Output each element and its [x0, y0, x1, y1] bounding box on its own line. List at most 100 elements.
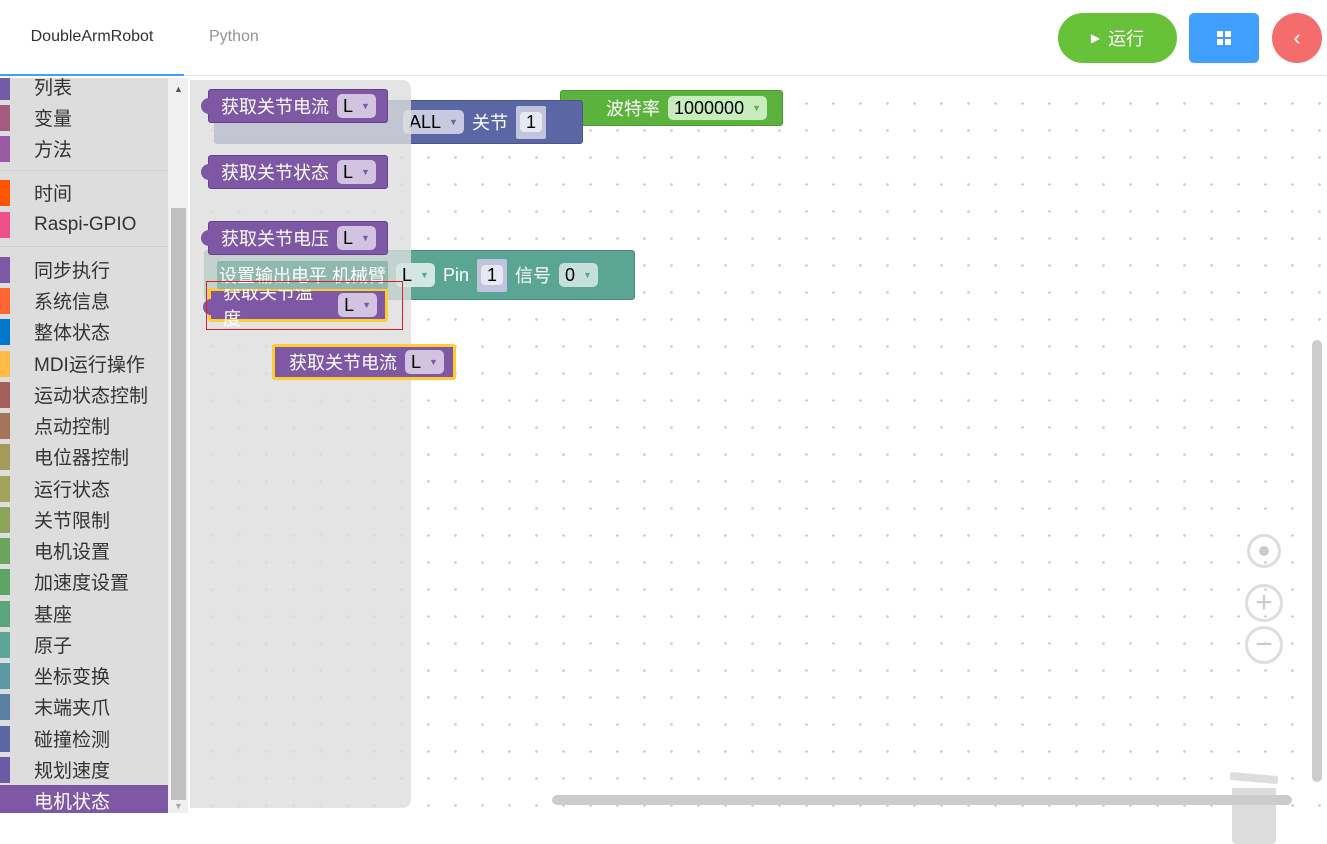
category-label: 电机设置: [34, 542, 111, 563]
pin-label: Pin: [442, 264, 469, 285]
flyout-block[interactable]: 获取关节状态 L▼: [201, 155, 388, 189]
scroll-up-icon[interactable]: ▲: [174, 84, 183, 94]
flyout-block-label: 获取关节状态: [221, 163, 329, 183]
category-item[interactable]: 方法: [0, 133, 168, 164]
category-label: 列表: [34, 78, 73, 99]
category-toolbox: 列表变量方法时间 Raspi-GPIO 同步执行系统信息整体状态 MDI运行操作运动状…: [0, 78, 188, 813]
zoom-out-button[interactable]: −: [1245, 626, 1283, 664]
baud-label: 波特率: [606, 99, 660, 119]
category-color-bar: [0, 381, 10, 408]
category-item[interactable]: 末端夹爪: [0, 691, 168, 722]
category-label: 关节限制: [34, 511, 111, 532]
category-item[interactable]: 时间: [0, 177, 168, 208]
category-label: 系统信息: [34, 292, 111, 313]
dragged-block-dropdown[interactable]: L▼: [405, 350, 444, 374]
flyout-block-dropdown[interactable]: L▼: [337, 226, 376, 250]
category-label: 电机状态: [34, 792, 111, 813]
category-label: 加速度设置: [34, 573, 130, 594]
green-block[interactable]: 波特率 1000000▼: [560, 90, 783, 126]
category-label: 方法: [34, 140, 73, 161]
category-item[interactable]: 点动控制: [0, 410, 168, 441]
category-item[interactable]: 加速度设置: [0, 566, 168, 597]
flyout-block-dropdown[interactable]: L▼: [338, 293, 377, 317]
category-color-bar: [0, 537, 10, 564]
category-color-bar: [0, 287, 10, 314]
category-item[interactable]: 电机状态: [0, 785, 168, 813]
dragged-block[interactable]: 获取关节电流 L▼: [272, 344, 456, 380]
category-item[interactable]: 基座: [0, 598, 168, 629]
category-label: 整体状态: [34, 323, 111, 344]
category-item[interactable]: Raspi-GPIO: [0, 209, 168, 240]
toolbox-scrollbar-thumb[interactable]: [171, 208, 186, 800]
category-color-bar: [0, 211, 10, 238]
signal-dropdown[interactable]: 0▼: [558, 263, 598, 287]
category-item[interactable]: 整体状态: [0, 316, 168, 347]
category-item[interactable]: MDI运行操作: [0, 348, 168, 379]
category-color-bar: [0, 318, 10, 345]
minus-icon: −: [1255, 628, 1273, 661]
top-bar: DoubleArmRobot Python ▶运行 ‹: [0, 0, 1327, 76]
category-color-bar: [0, 135, 10, 162]
category-color-bar: [0, 350, 10, 377]
scroll-down-icon[interactable]: ▼: [174, 801, 183, 811]
category-label: 末端夹爪: [34, 698, 111, 719]
category-label: 坐标变换: [34, 667, 111, 688]
category-item[interactable]: 变量: [0, 102, 168, 133]
dragged-block-label: 获取关节电流: [289, 353, 397, 373]
category-item[interactable]: 电机设置: [0, 535, 168, 566]
category-item[interactable]: 列表: [0, 78, 168, 102]
category-color-bar: [0, 600, 10, 627]
flyout-block[interactable]: 获取关节电压 L▼: [201, 221, 388, 255]
horizontal-scrollbar[interactable]: [552, 795, 1292, 805]
category-label: 点动控制: [34, 417, 111, 438]
category-label: Raspi-GPIO: [34, 213, 137, 235]
flyout-block-dropdown[interactable]: L▼: [337, 160, 376, 184]
grid-button[interactable]: [1189, 13, 1259, 63]
category-color-bar: [0, 568, 10, 595]
category-color-bar: [0, 631, 10, 658]
category-item[interactable]: 电位器控制: [0, 441, 168, 472]
pin-input[interactable]: 1: [480, 264, 503, 285]
flyout-block-dropdown[interactable]: L▼: [337, 94, 376, 118]
category-item[interactable]: 坐标变换: [0, 660, 168, 691]
category-item[interactable]: 关节限制: [0, 504, 168, 535]
category-color-bar: [0, 693, 10, 720]
category-color-bar: [0, 787, 10, 813]
zoom-in-button[interactable]: +: [1245, 584, 1283, 622]
category-label: 电位器控制: [34, 448, 130, 469]
category-label: 原子: [34, 636, 73, 657]
selection-highlight: [206, 281, 403, 330]
category-item[interactable]: 系统信息: [0, 285, 168, 316]
trash-icon[interactable]: [1229, 771, 1279, 844]
tab-doublearmrobot[interactable]: DoubleArmRobot: [0, 0, 184, 76]
baud-dropdown[interactable]: 1000000▼: [668, 96, 767, 120]
category-item[interactable]: 运行状态: [0, 473, 168, 504]
joint-input[interactable]: 1: [519, 111, 542, 132]
vertical-scrollbar[interactable]: [1312, 340, 1322, 782]
flyout-block-label: 获取关节电压: [221, 229, 329, 249]
category-item[interactable]: 原子: [0, 629, 168, 660]
plus-icon: +: [1255, 586, 1273, 619]
category-label: MDI运行操作: [34, 355, 145, 376]
category-item[interactable]: 同步执行: [0, 254, 168, 285]
category-item[interactable]: 规划速度: [0, 754, 168, 785]
category-label: 基座: [34, 605, 73, 626]
back-button[interactable]: ‹: [1272, 13, 1322, 63]
category-item[interactable]: 碰撞检测: [0, 723, 168, 754]
play-icon: ▶: [1090, 31, 1101, 45]
category-color-bar: [0, 506, 10, 533]
category-label: 运动状态控制: [34, 386, 149, 407]
block-notch: [201, 164, 211, 180]
recenter-button[interactable]: [1245, 532, 1283, 570]
category-color-bar: [0, 104, 10, 131]
category-color-bar: [0, 179, 10, 206]
tab-python[interactable]: Python: [209, 28, 259, 45]
run-button[interactable]: ▶运行: [1058, 13, 1177, 63]
category-color-bar: [0, 412, 10, 439]
category-label: 碰撞检测: [34, 730, 111, 751]
category-item[interactable]: 运动状态控制: [0, 379, 168, 410]
arm-dropdown[interactable]: ALL▼: [403, 110, 464, 134]
